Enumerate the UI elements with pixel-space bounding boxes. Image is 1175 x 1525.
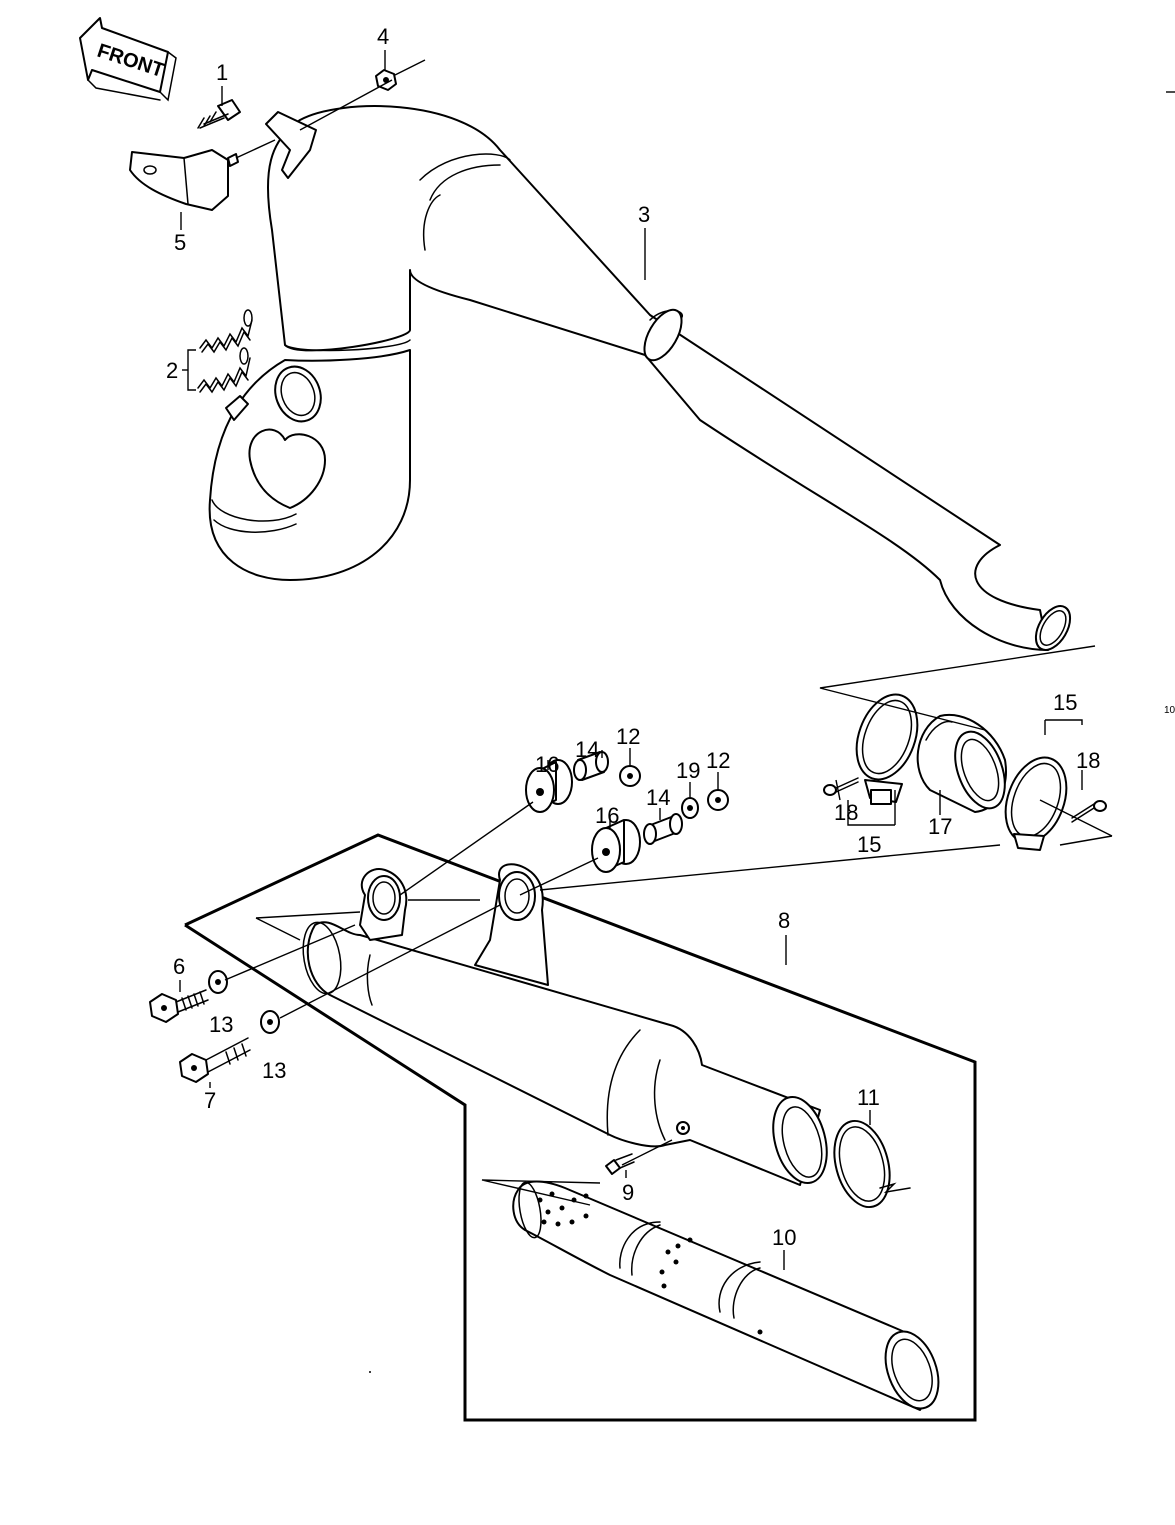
callout-11: 11 [857,1085,880,1110]
bolt-7-icon [179,1037,251,1083]
nut-4-icon [375,69,397,91]
chamber-outlet [1034,605,1072,651]
front-arrow-icon: FRONT [79,17,177,102]
callout-18b: 18 [1076,748,1100,773]
grommet-16-b [591,819,641,873]
callout-12b: 12 [706,748,730,773]
bolt-18-left-icon [823,777,859,796]
collar-14-b [643,813,683,845]
bolt-1-icon [197,99,241,129]
callout-1: 1 [216,60,228,85]
callout-16b: 16 [595,803,619,828]
washer-13-b [260,1010,280,1034]
springs-2-icon [197,309,253,394]
nut-12-a [619,765,641,787]
callout-13a: 13 [209,1012,233,1037]
callout-6: 6 [173,954,185,979]
callout-9: 9 [622,1180,634,1205]
callout-15b: 15 [857,832,881,857]
callout-19: 19 [676,758,700,783]
edge-mark-mid: 10 [1164,705,1175,716]
callout-18a: 18 [834,800,858,825]
leader-lines [179,50,1113,1270]
collar-14-a [573,751,609,781]
washer-19 [681,797,699,819]
washer-13-a [208,970,228,994]
callout-17: 17 [928,814,952,839]
bolt-18-right-icon [1071,800,1107,823]
callout-12a: 12 [616,724,640,749]
callout-8: 8 [778,908,790,933]
callout-14a: 14 [575,737,599,762]
clamp-left-15 [855,693,919,805]
expansion-chamber [208,105,1072,651]
callout-3: 3 [638,202,650,227]
clamp-right-15 [1004,756,1068,851]
baffle-tube-10 [512,1180,940,1411]
callout-14b: 14 [646,785,670,810]
stray-dot [369,1371,371,1373]
callout-labels: 1 2 3 4 5 6 7 8 9 10 11 12 12 13 13 14 1… [166,24,1100,1250]
callout-4: 4 [377,24,389,49]
rubber-mount-5 [129,149,239,211]
bolt-6-icon [149,989,209,1023]
callout-13b: 13 [262,1058,286,1083]
ring-11 [833,1119,911,1209]
callout-15a: 15 [1053,690,1077,715]
callout-10: 10 [772,1225,796,1250]
connector-pipe-17 [916,713,1007,813]
bolt-9-icon [605,1153,635,1175]
grommet-16-a [525,759,573,813]
callout-7: 7 [204,1088,216,1113]
silencer-8 [302,863,828,1186]
callout-16a: 16 [535,752,559,777]
silencer-group-frame [184,833,977,1422]
callout-2: 2 [166,358,178,383]
nut-12-b [707,789,729,811]
silencer-outlet [772,1096,828,1184]
callout-5: 5 [174,230,186,255]
